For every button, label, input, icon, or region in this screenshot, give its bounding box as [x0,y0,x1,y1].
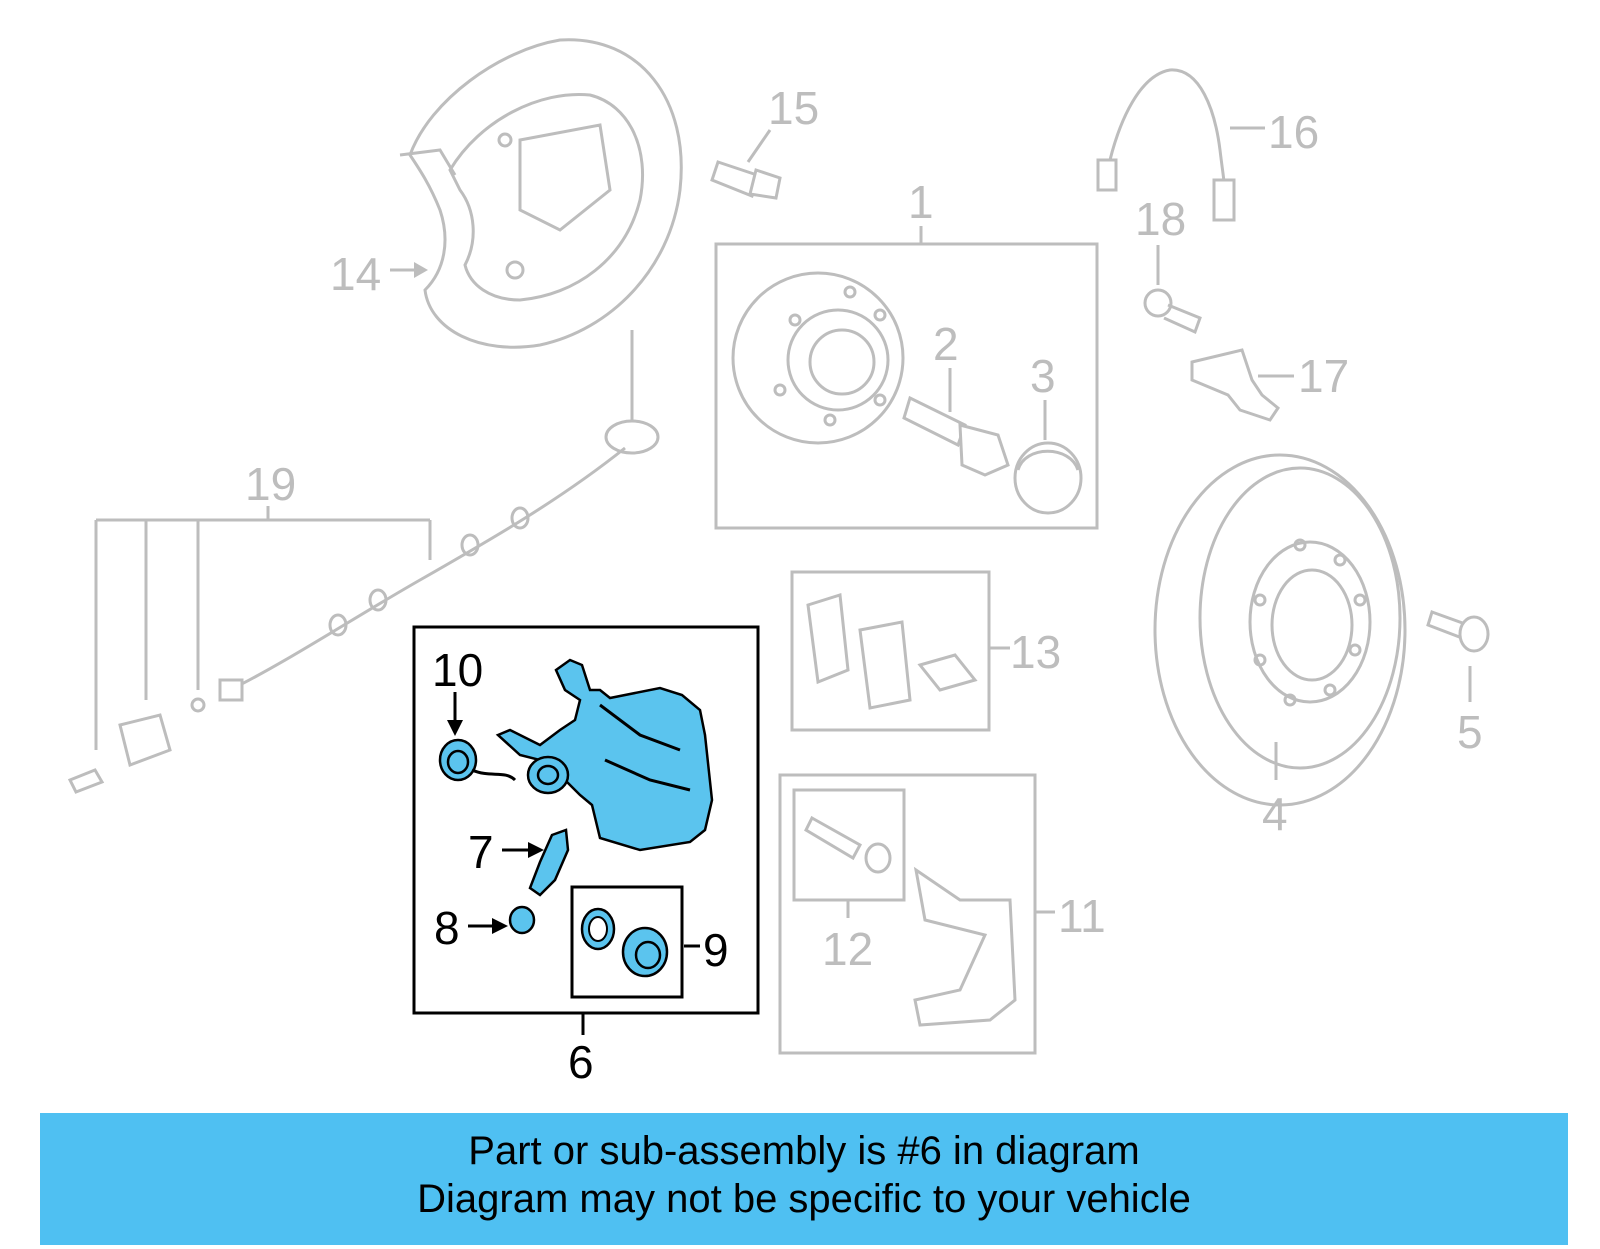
callout-14-label: 14 [330,248,381,300]
callout-5-label: 5 [1457,706,1483,758]
part-13-brake-pads[interactable] [790,570,991,732]
callout-7-label: 7 [468,826,494,878]
part-19-sensor-wire[interactable] [67,330,660,794]
callout-11: 11 [1036,890,1106,942]
callout-13-label: 13 [1010,626,1061,678]
callout-2: 2 [933,318,959,412]
info-banner: Part or sub-assembly is #6 in diagram Di… [40,1113,1568,1245]
callout-11-label: 11 [1058,890,1106,942]
callout-18: 18 [1135,193,1186,285]
part-1-hub-assembly[interactable] [714,242,1099,530]
callout-2-label: 2 [933,318,959,370]
callout-10: 10 [432,644,483,736]
callout-9-label: 9 [703,924,729,976]
part-7-bleeder-screw[interactable] [528,828,570,897]
callout-8: 8 [434,902,508,954]
callout-13: 13 [990,626,1061,678]
callout-16: 16 [1230,106,1319,158]
callout-6: 6 [568,1013,594,1088]
callout-1: 1 [908,176,934,244]
callout-1-label: 1 [908,176,934,228]
callout-9: 9 [684,924,729,976]
part-16-brake-hose[interactable] [1096,68,1236,222]
callout-17-label: 17 [1298,350,1349,402]
callout-14: 14 [330,248,428,300]
part-14-splash-shield[interactable] [399,38,683,349]
part-18-bolt[interactable] [1143,288,1202,335]
callout-4-label: 4 [1262,788,1288,840]
callout-15-label: 15 [768,82,819,134]
callout-12-label: 12 [822,923,873,975]
callout-7: 7 [468,826,544,878]
banner-line-1: Part or sub-assembly is #6 in diagram [468,1129,1140,1173]
callout-18-label: 18 [1135,193,1186,245]
callout-8-label: 8 [434,902,460,954]
part-17-sensor[interactable] [1190,348,1281,422]
callout-17: 17 [1258,350,1349,402]
callout-10-label: 10 [432,644,483,696]
part-10-cable[interactable] [438,738,517,782]
callout-15: 15 [746,82,819,163]
part-11-caliper-bracket[interactable] [778,773,1037,1055]
part-4-brake-rotor[interactable] [1153,453,1407,807]
part-15-bolt[interactable] [710,160,782,200]
part-9-piston-seal-kit[interactable] [570,885,684,999]
part-3-dust-cap[interactable] [1013,441,1083,515]
part-2-hub-bolt[interactable] [902,395,1010,477]
callout-3: 3 [1030,350,1056,440]
callout-12: 12 [822,900,873,975]
part-12-guide-pins[interactable] [792,788,906,902]
callout-6-label: 6 [568,1036,594,1088]
part-5-screw[interactable] [1426,610,1490,653]
callout-3-label: 3 [1030,350,1056,402]
callout-19: 19 [94,458,432,750]
callout-5: 5 [1457,666,1483,758]
callout-4: 4 [1262,742,1288,840]
part-8-bleeder-cap[interactable] [508,905,536,935]
part-6-caliper-assembly[interactable] [412,625,760,1015]
callout-19-label: 19 [245,458,296,510]
banner-line-2: Diagram may not be specific to your vehi… [417,1177,1191,1221]
callout-16-label: 16 [1268,106,1319,158]
